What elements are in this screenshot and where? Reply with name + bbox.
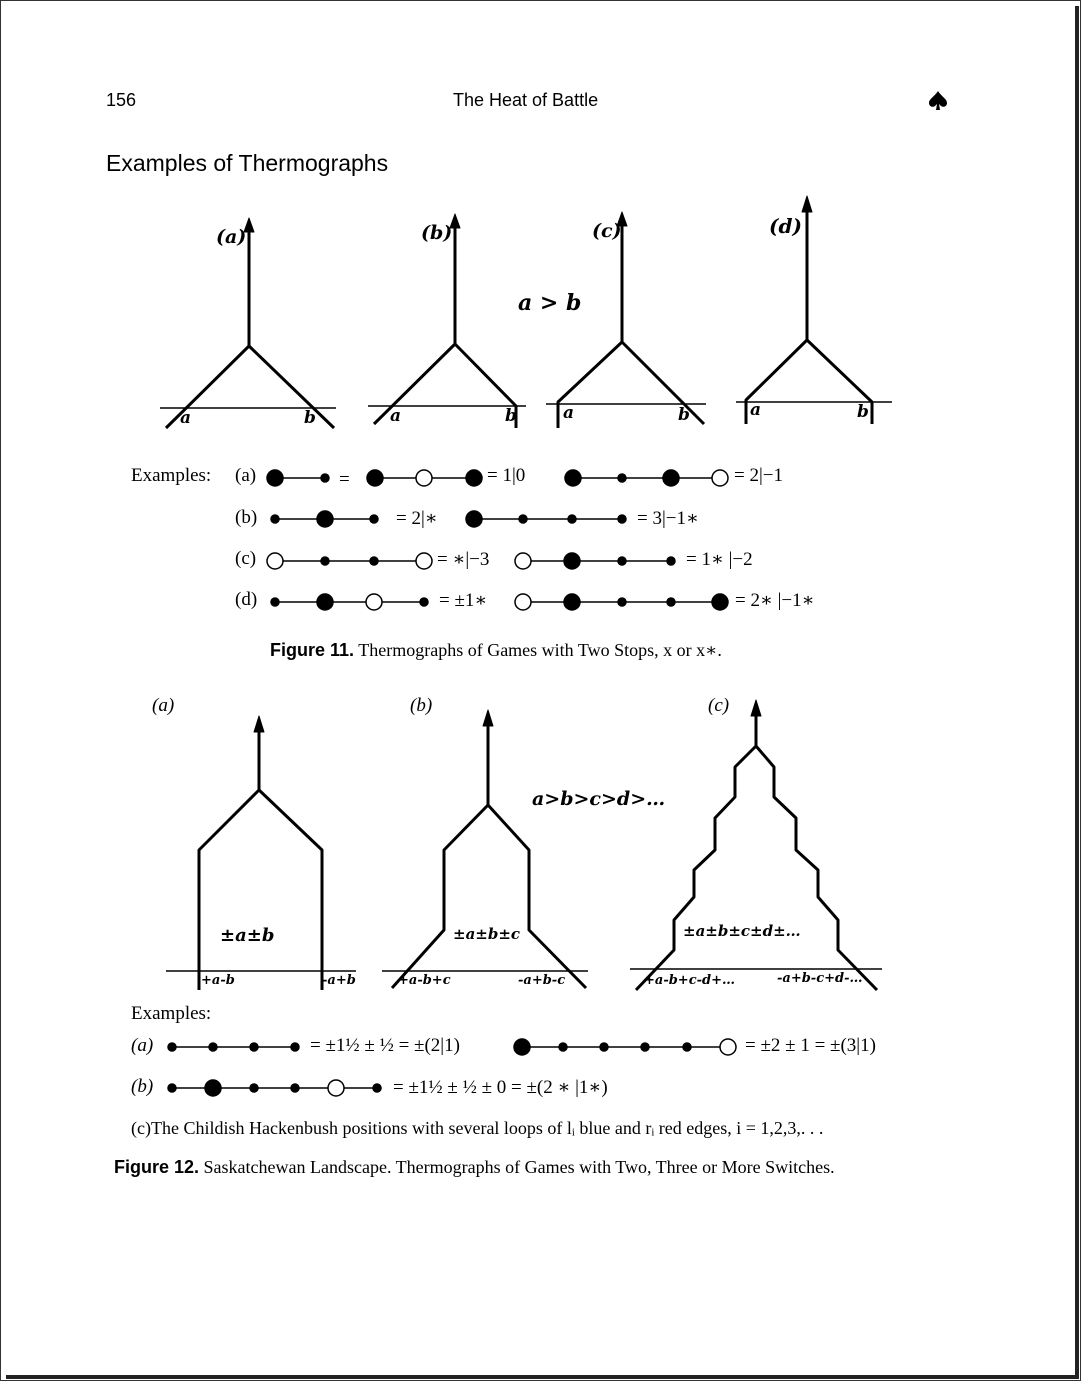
page-shadow-right (1075, 6, 1079, 1379)
foot-label-a: a (390, 406, 402, 426)
example-row-label-b: (b) (235, 507, 258, 528)
fig12-eq-a1: = ±1½ ± ½ = ±(2|1) (310, 1035, 460, 1056)
relation-a-greater-b: a > b (518, 290, 582, 316)
fig12-panel-label-a: (a) (152, 695, 175, 716)
eq-c2: = 1∗ |−2 (686, 549, 753, 570)
fig12-panel-label-c: (c) (708, 695, 730, 716)
eq-a2: = 2|−1 (734, 465, 783, 486)
panel-label-d: (d) (769, 214, 802, 238)
thermograph-b (368, 213, 526, 428)
foot-label-a: a (180, 408, 192, 428)
example-row-label-a: (a) (235, 465, 257, 486)
foot-label-a: a (563, 403, 575, 423)
fig12-eq-b: = ±1½ ± ½ ± 0 = ±(2 ∗ |1∗) (393, 1077, 608, 1098)
mast-label-a: ±a±b (220, 925, 275, 946)
running-title: The Heat of Battle (453, 90, 599, 110)
page-shadow-bottom (6, 1375, 1079, 1379)
example-row-label-d: (d) (235, 589, 258, 610)
foot-label-c-right: -a+b-c+d-… (777, 971, 863, 986)
page-number: 156 (106, 90, 137, 110)
foot-label-c-left: +a-b+c-d+… (644, 973, 735, 988)
fig12-eq-a2: = ±2 ± 1 = ±(3|1) (745, 1035, 876, 1056)
foot-label-a: a (750, 400, 762, 420)
figure11-caption-text: Thermographs of Games with Two Stops, x … (358, 640, 722, 660)
fig12-row-label-a: (a) (131, 1035, 154, 1056)
foot-label-b: b (857, 402, 869, 422)
eq-a1: = 1|0 (487, 465, 526, 486)
mast-label-c: ±a±b±c±d±… (683, 922, 801, 940)
landscape-a (166, 715, 356, 990)
example-row-label-c: (c) (235, 548, 257, 569)
eq-d1: = ±1∗ (439, 590, 488, 611)
spade-icon (928, 90, 948, 117)
panel-label-c: (c) (592, 220, 622, 242)
eq-b2: = 3|−1∗ (637, 508, 699, 529)
figure12-caption-label: Figure 12. (114, 1157, 200, 1177)
thermograph-c (546, 211, 706, 428)
relation-chain: a>b>c>d>… (532, 788, 666, 810)
foot-label-a-left: +a-b (201, 973, 235, 988)
eq-b1: = 2|∗ (396, 508, 438, 529)
panel-label-a: (a) (216, 226, 247, 248)
fig12-note: (c)The Childish Hackenbush positions wit… (131, 1118, 824, 1138)
foot-label-b-right: -a+b-c (518, 973, 566, 988)
section-title: Examples of Thermographs (106, 150, 389, 176)
mast-label-b: ±a±b±c (453, 925, 521, 943)
thermograph-d (736, 195, 892, 424)
foot-label-b: b (678, 405, 690, 425)
landscape-b (382, 709, 588, 990)
figure12-caption-text: Saskatchewan Landscape. Thermographs of … (203, 1157, 835, 1177)
eq-c1: = ∗|−3 (437, 549, 490, 570)
figure11-caption-label: Figure 11. (270, 640, 355, 660)
panel-label-b: (b) (421, 222, 453, 244)
landscape-c (630, 699, 882, 992)
figure12-caption: Figure 12. Saskatchewan Landscape. Therm… (114, 1157, 835, 1178)
foot-label-b-left: +a-b+c (398, 973, 451, 988)
foot-label-b: b (304, 408, 316, 428)
examples-label: Examples: (131, 465, 212, 486)
foot-label-b: b (505, 406, 517, 426)
fig12-row-label-b: (b) (131, 1076, 154, 1097)
figure11-caption: Figure 11. Thermographs of Games with Tw… (270, 640, 722, 661)
fig12-panel-label-b: (b) (410, 695, 433, 716)
fig12-examples-label: Examples: (131, 1003, 212, 1024)
thermograph-a (160, 217, 336, 430)
svg-text:=: = (339, 469, 350, 490)
eq-d2: = 2∗ |−1∗ (735, 590, 815, 611)
foot-label-a-right: -a+b (322, 973, 356, 988)
